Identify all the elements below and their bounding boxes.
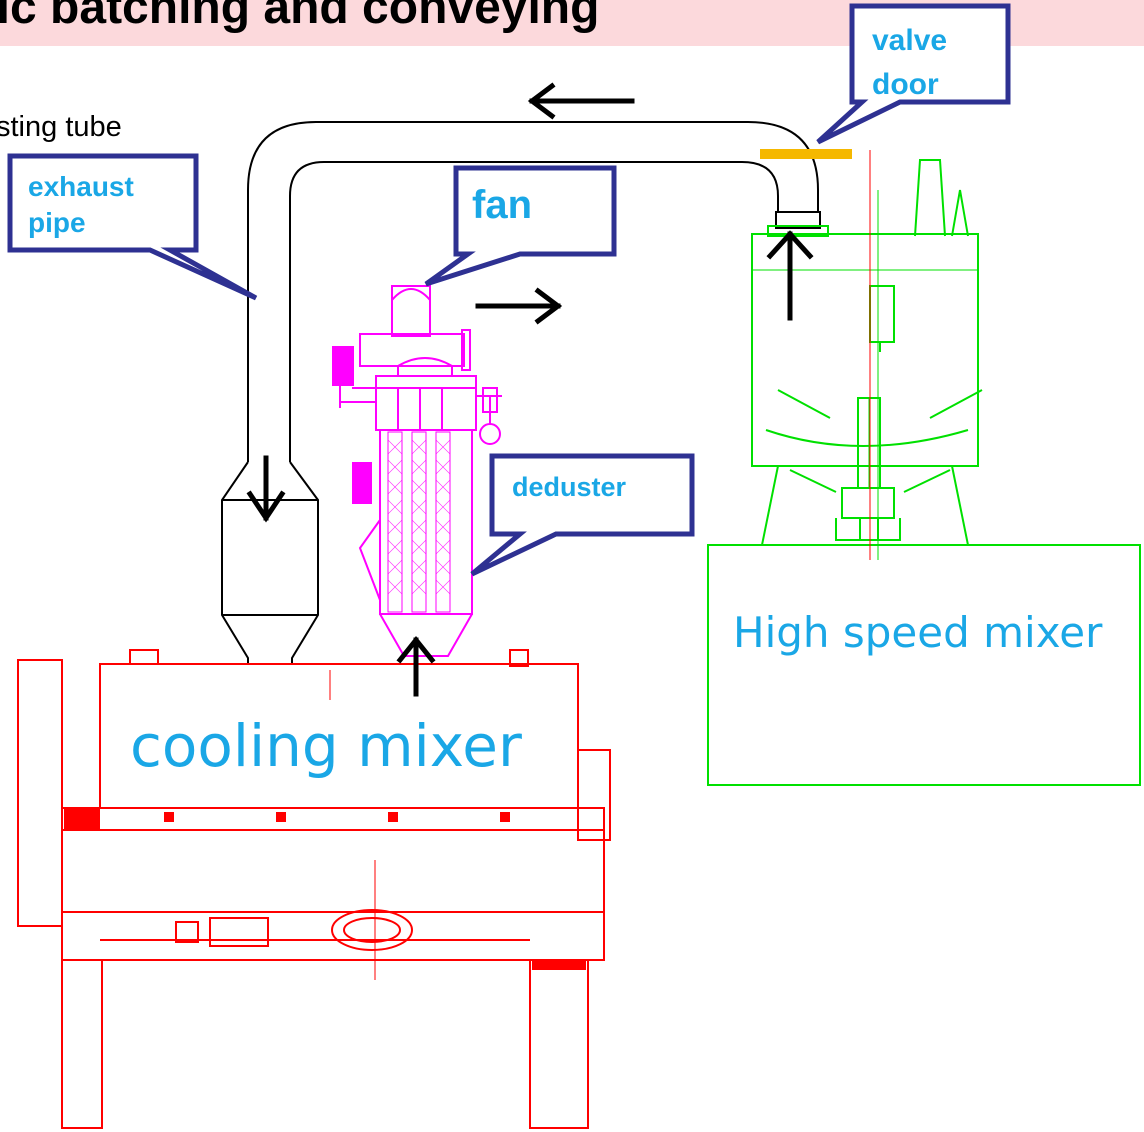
- valve-door: [760, 149, 852, 159]
- page-title: atic batching and conveying: [0, 0, 600, 34]
- arrow-down-cyclone: [246, 455, 286, 523]
- callout-label-deduster: deduster: [512, 472, 627, 502]
- label-cooling-mixer: cooling mixer: [130, 712, 522, 780]
- arrow-up-mixer: [766, 230, 814, 321]
- label-high-speed-mixer: High speed mixer: [733, 608, 1103, 657]
- callout-label-exhaust-2: pipe: [28, 207, 86, 238]
- arrow-up-deduster: [396, 635, 436, 697]
- callout-label-valve-1: valve: [872, 24, 947, 57]
- arrow-left-top: [527, 82, 635, 120]
- callout-label-exhaust-1: exhaust: [28, 171, 134, 202]
- callout-deduster: deduster: [470, 453, 695, 577]
- callout-exhaust-pipe: exhaust pipe: [7, 153, 258, 301]
- deduster-motor-blocks: [332, 346, 372, 504]
- label-conveying-tube: sting tube: [0, 111, 122, 143]
- callout-label-valve-2: door: [872, 68, 939, 101]
- callout-fan: fan: [424, 165, 617, 287]
- deduster-filter-mesh: [387, 439, 451, 595]
- cyclone-separator: [221, 461, 319, 665]
- cooling-mixer-bolts: [64, 808, 586, 970]
- callout-label-fan: fan: [472, 183, 532, 227]
- flow-arrows: [246, 82, 814, 697]
- callout-valve-door: valve door: [816, 3, 1011, 145]
- arrow-right-fan: [475, 287, 563, 325]
